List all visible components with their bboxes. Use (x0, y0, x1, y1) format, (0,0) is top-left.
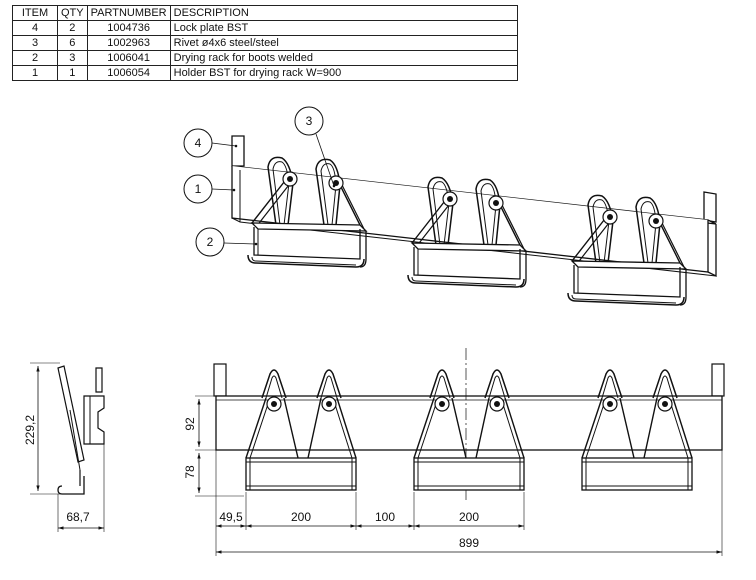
front-view: 92 78 49,5 200 100 200 899 (183, 348, 725, 556)
dimension-label-rack-width-1: 200 (291, 510, 311, 524)
dimension-label-offset: 49,5 (219, 510, 243, 524)
dimension-label-height-total: 229,2 (23, 415, 37, 445)
holder-rail-front (215, 395, 723, 451)
dimension-label-rail-height: 92 (183, 417, 197, 431)
svg-text:4: 4 (195, 136, 202, 150)
svg-text:3: 3 (306, 114, 313, 128)
balloon-2: 2 (195, 227, 258, 257)
balloon-4: 4 (183, 128, 238, 158)
cell-description: Drying rack for boots welded (169, 50, 518, 66)
dimension-label-rack-width-2: 200 (459, 510, 479, 524)
cell-description: Holder BST for drying rack W=900 (169, 65, 518, 81)
dimension-label-gap: 100 (375, 510, 395, 524)
cell-partnumber: 1002963 (86, 35, 171, 51)
svg-text:2: 2 (207, 235, 214, 249)
table-row: 2 3 1006041 Drying rack for boots welded (12, 50, 518, 66)
cell-item: 1 (12, 65, 58, 81)
side-view: 229,2 68,7 (23, 362, 105, 532)
holder-rail (231, 165, 717, 278)
lock-plate-front-right (711, 363, 725, 397)
dimension-label-rack-height: 78 (183, 465, 197, 479)
parts-list-table: ITEM QTY PARTNUMBER DESCRIPTION 4 2 1004… (12, 5, 518, 81)
cell-partnumber: 1006054 (86, 65, 171, 81)
lock-plate-right (703, 191, 717, 223)
table-row: 1 1 1006054 Holder BST for drying rack W… (12, 65, 518, 81)
lock-plate-front-left (213, 363, 227, 397)
balloon-3: 3 (294, 106, 336, 188)
cell-qty: 1 (57, 65, 88, 81)
dimension-label-total-width: 899 (459, 536, 479, 550)
svg-text:1: 1 (195, 182, 202, 196)
cell-partnumber: 1006041 (86, 50, 171, 66)
dimension-label-depth: 68,7 (66, 510, 90, 524)
balloon-1: 1 (183, 174, 236, 204)
lock-plate-left (231, 135, 245, 167)
table-header-row: ITEM QTY PARTNUMBER DESCRIPTION (12, 5, 518, 21)
isometric-view: 4 3 1 2 (183, 106, 717, 306)
